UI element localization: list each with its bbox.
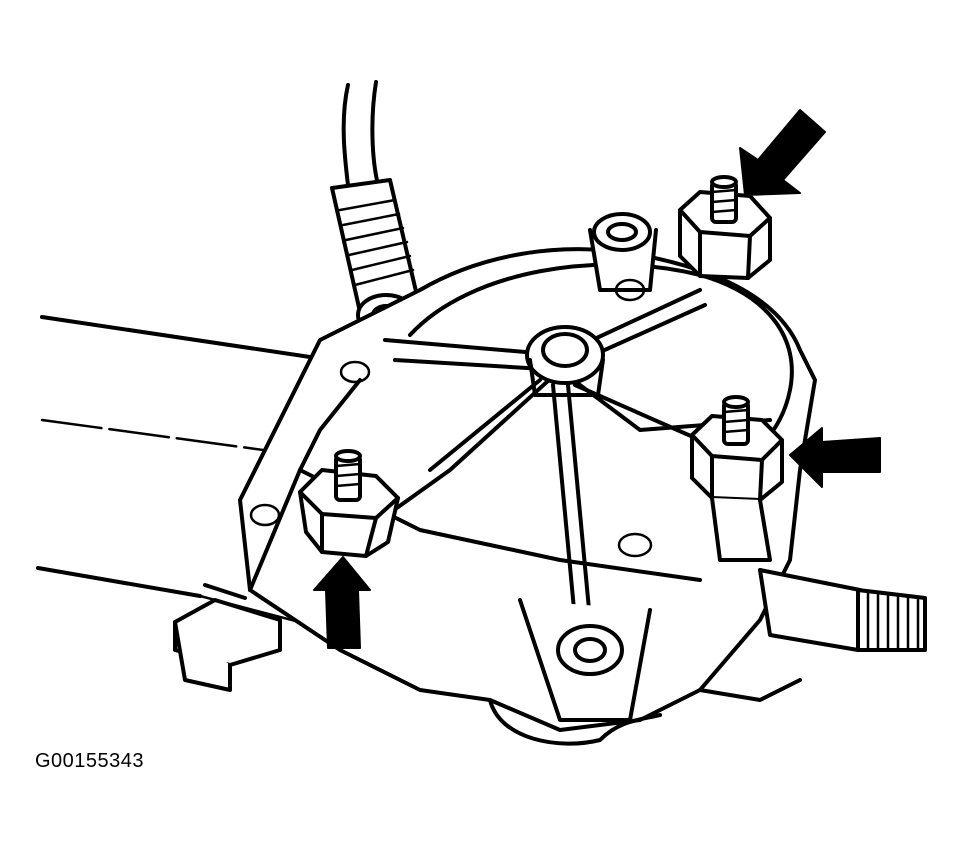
stud-lower-left [298,449,400,558]
figure-code-label: G00155343 [35,750,145,772]
arrow-up-icon [313,556,371,649]
left-clip [173,583,282,692]
stud-right [690,395,784,562]
arrow-down-left-icon [739,109,826,196]
right-fitting [758,568,927,652]
shaft [36,315,332,632]
stud-upper-right [678,175,772,280]
arrow-left-icon [789,427,881,488]
housing [238,212,817,746]
